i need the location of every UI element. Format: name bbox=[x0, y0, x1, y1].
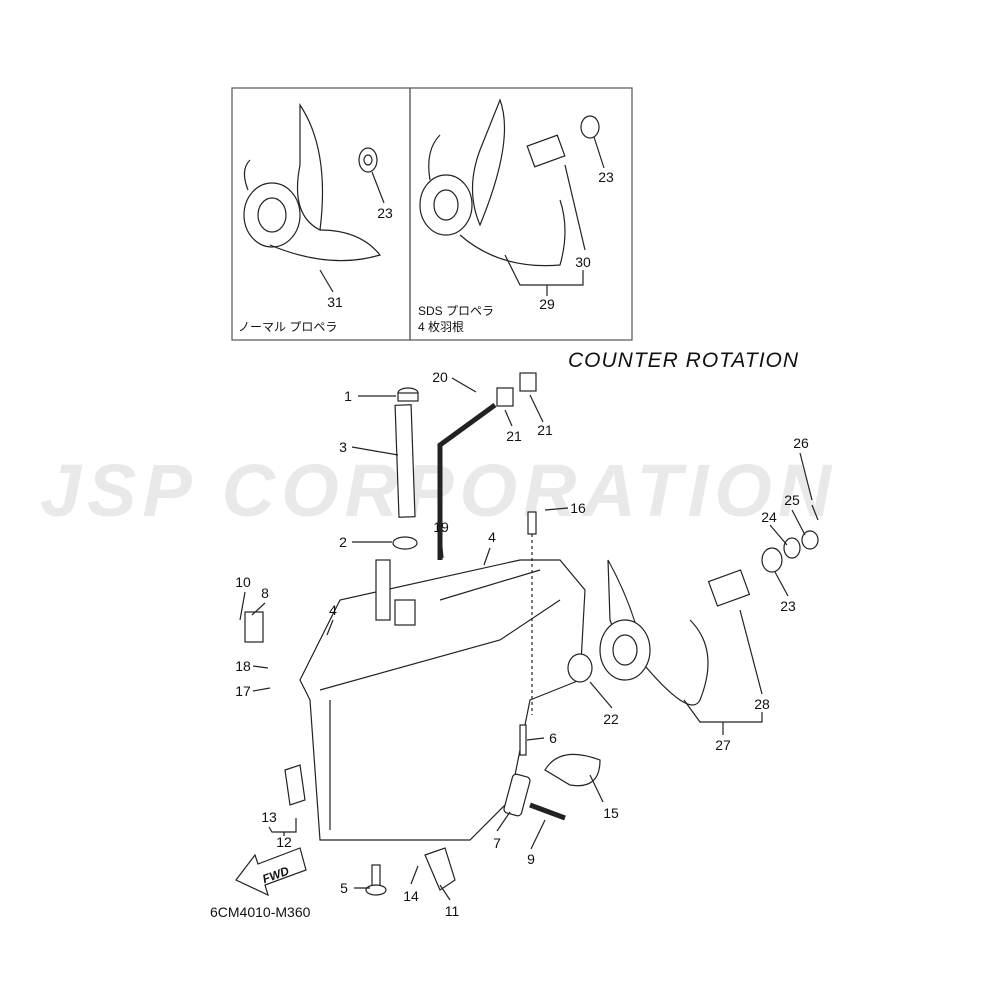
bolt-6 bbox=[519, 724, 527, 756]
water-tube bbox=[394, 404, 416, 518]
callout: 6 bbox=[549, 730, 557, 746]
spline-bushing-inset bbox=[526, 134, 566, 168]
callout: 23 bbox=[780, 598, 796, 614]
inset-box-sds bbox=[409, 87, 633, 341]
callout: 20 bbox=[432, 369, 448, 385]
tube-20 bbox=[437, 402, 497, 560]
callout: 3 bbox=[339, 439, 347, 455]
four-blade-caption: 4 枚羽根 bbox=[418, 320, 465, 334]
grommet-2 bbox=[392, 536, 418, 550]
sds-propeller-caption: SDS プロペラ bbox=[418, 304, 495, 318]
washer-inset-right bbox=[580, 115, 600, 139]
inset-callout: 23 bbox=[377, 205, 393, 221]
callout: 8 bbox=[261, 585, 269, 601]
callout: 14 bbox=[403, 888, 419, 904]
cover-12 bbox=[284, 764, 306, 806]
callout: 28 bbox=[754, 696, 770, 712]
inset-callout: 31 bbox=[327, 294, 343, 310]
spacer-28 bbox=[707, 569, 751, 607]
callout: 16 bbox=[570, 500, 586, 516]
callout: 21 bbox=[537, 422, 553, 438]
bolt-16 bbox=[527, 511, 537, 715]
callout: 11 bbox=[444, 903, 460, 919]
callout: 10 bbox=[235, 574, 251, 590]
lower-unit-case bbox=[299, 559, 586, 841]
thrust-bushing-22 bbox=[567, 653, 593, 683]
washer-inset-left bbox=[358, 147, 378, 173]
washer-24 bbox=[783, 537, 801, 559]
grommet-21 bbox=[496, 372, 537, 407]
callout: 26 bbox=[793, 435, 809, 451]
anode-15 bbox=[544, 753, 601, 787]
callout: 18 bbox=[235, 658, 251, 674]
diagram-title: COUNTER ROTATION bbox=[568, 349, 800, 372]
callout: 24 bbox=[761, 509, 777, 525]
callout: 9 bbox=[527, 851, 535, 867]
washer-23 bbox=[761, 547, 783, 573]
cotter-pin-26 bbox=[811, 504, 819, 521]
cover-7 bbox=[503, 773, 531, 817]
callout: 2 bbox=[339, 534, 347, 550]
callout: 7 bbox=[493, 835, 501, 851]
callout: 1 bbox=[344, 388, 352, 404]
callout: 4 bbox=[329, 602, 337, 618]
bolt-5 bbox=[365, 864, 387, 896]
normal-propeller-caption: ノーマル プロペラ bbox=[238, 320, 338, 334]
callout: 13 bbox=[261, 809, 277, 825]
nut-25 bbox=[801, 530, 819, 550]
callout: 17 bbox=[235, 683, 251, 699]
callout: 22 bbox=[603, 711, 619, 727]
inset-callout: 29 bbox=[539, 296, 555, 312]
propeller-27 bbox=[599, 559, 709, 706]
callout: 15 bbox=[603, 805, 619, 821]
callout: 4 bbox=[488, 529, 496, 545]
diagram-code: 6CM4010-M360 bbox=[210, 904, 311, 920]
watermark: JSP CORPORATION bbox=[40, 449, 838, 532]
callout: 27 bbox=[715, 737, 731, 753]
fwd-arrow bbox=[235, 847, 307, 897]
inset-callout: 30 bbox=[575, 254, 591, 270]
callout: 19 bbox=[433, 519, 449, 535]
sds-propeller bbox=[419, 98, 566, 267]
callout: 25 bbox=[784, 492, 800, 508]
bolt-9 bbox=[529, 802, 566, 821]
normal-propeller bbox=[243, 103, 382, 262]
grommet-1 bbox=[397, 387, 419, 402]
inset-callout: 23 bbox=[598, 169, 614, 185]
cover-11 bbox=[424, 847, 456, 891]
callout: 5 bbox=[340, 880, 348, 896]
trim-tab-8 bbox=[244, 611, 264, 643]
callout: 21 bbox=[506, 428, 522, 444]
callout: 12 bbox=[276, 834, 292, 850]
